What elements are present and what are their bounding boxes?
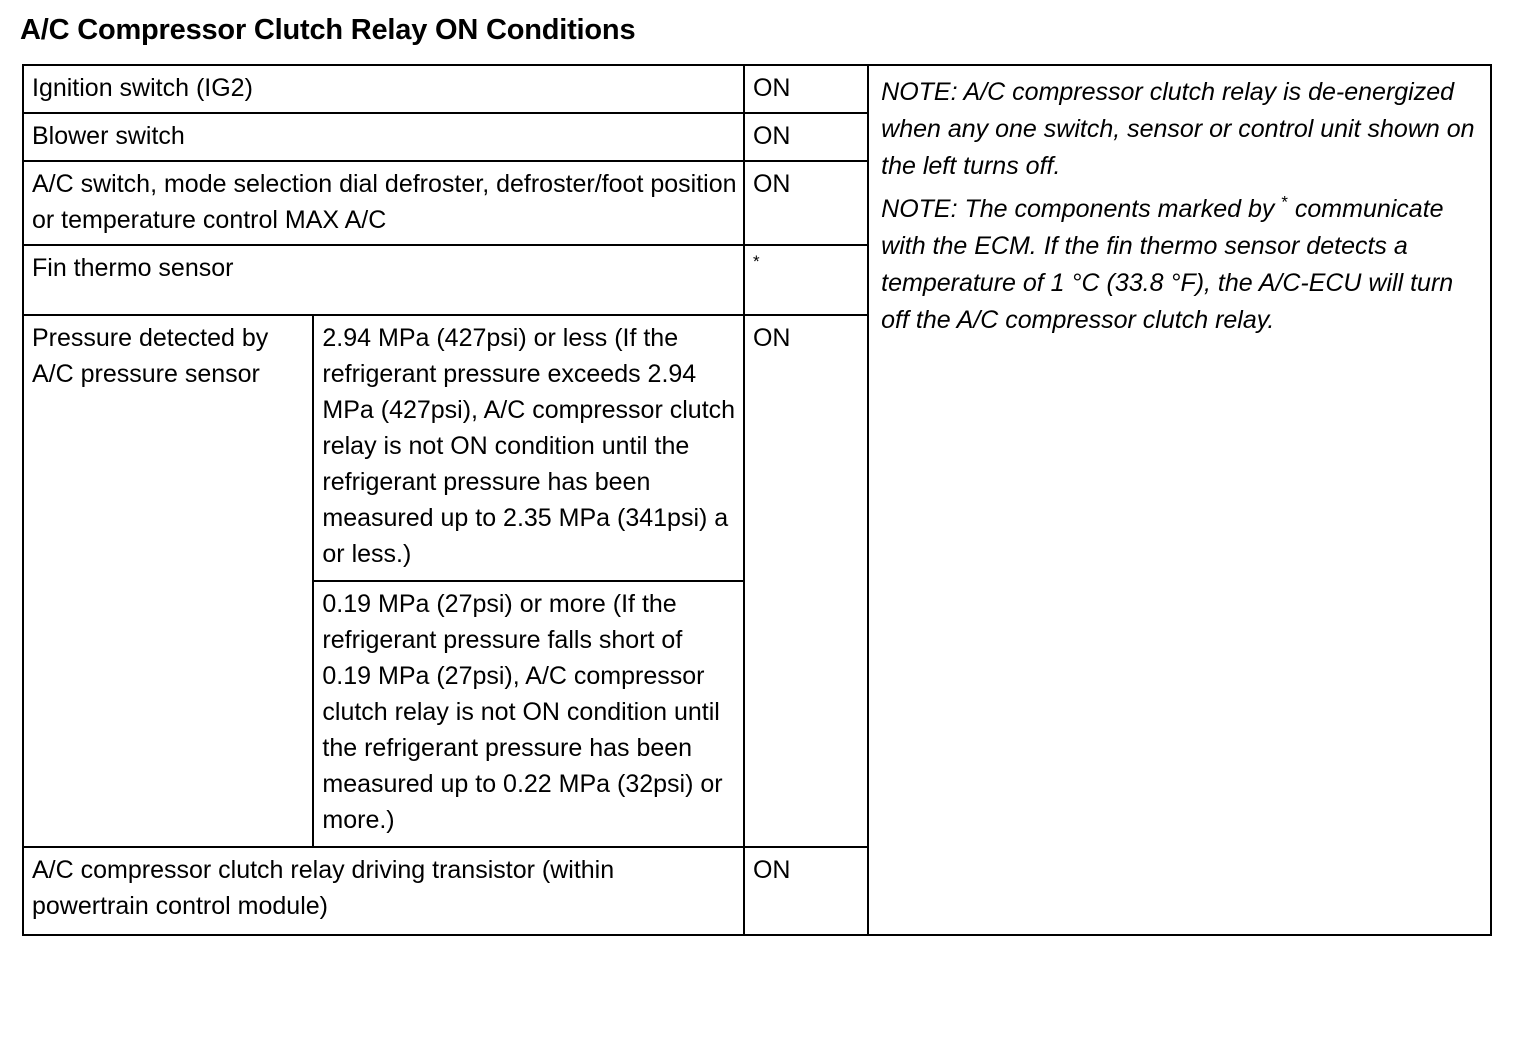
notes-cell: NOTE: A/C compressor clutch relay is de-… [867, 64, 1492, 936]
asterisk-marker-icon: * [1281, 192, 1288, 212]
page-title: A/C Compressor Clutch Relay ON Condition… [20, 14, 636, 46]
state-cell: ON [742, 64, 870, 114]
detail-subrow: 2.94 MPa (427psi) or less (If the refrig… [314, 316, 743, 582]
state-value: ON [752, 856, 791, 884]
note-paragraph-2: NOTE: The components marked by * communi… [881, 191, 1476, 339]
state-cell: ON [742, 112, 870, 162]
state-value: ON [752, 122, 791, 150]
state-value: ON [752, 170, 791, 198]
condition-label-cell: Pressure detected by A/C pressure sensor [21, 314, 315, 848]
condition-label: Fin thermo sensor [32, 254, 234, 282]
note-2-body: communicate with the ECM. If the fin the… [881, 195, 1454, 334]
condition-label: Blower switch [32, 122, 185, 150]
note-paragraph-1: NOTE: A/C compressor clutch relay is de-… [881, 78, 1475, 180]
detail-text-2: 0.19 MPa (27psi) or more (If the refrige… [322, 590, 723, 834]
condition-label: A/C switch, mode selection dial defroste… [32, 170, 737, 234]
detail-text-1: 2.94 MPa (427psi) or less (If the refrig… [314, 316, 743, 582]
table-row: Ignition switch (IG2) ON NOTE: A/C compr… [22, 64, 1492, 936]
condition-label-cell: Blower switch [22, 112, 745, 162]
state-value: ON [752, 74, 791, 102]
table-row: Blower switch ON [22, 112, 1491, 162]
table-row: A/C switch, mode selection dial defroste… [22, 160, 1491, 246]
condition-label-cell: Ignition switch (IG2) [22, 64, 745, 114]
state-value: ON [752, 324, 791, 352]
state-cell: ON [742, 314, 870, 848]
detail-subrow: 0.19 MPa (27psi) or more (If the refrige… [314, 581, 743, 846]
condition-label-cell: A/C compressor clutch relay driving tran… [22, 846, 745, 936]
table-row: Pressure detected by A/C pressure sensor… [21, 314, 1491, 848]
state-value-asterisk: * [752, 252, 760, 271]
state-cell: ON [742, 160, 870, 246]
conditions-table: Ignition switch (IG2) ON NOTE: A/C compr… [21, 64, 1492, 936]
detail-subtable: 2.94 MPa (427psi) or less (If the refrig… [314, 316, 743, 846]
condition-label: A/C compressor clutch relay driving tran… [32, 856, 615, 920]
table-row: A/C compressor clutch relay driving tran… [22, 846, 1491, 936]
note-2-lead: NOTE: The components marked by [881, 195, 1282, 223]
condition-label-cell: Fin thermo sensor [22, 244, 745, 316]
condition-label: Pressure detected by A/C pressure sensor [32, 324, 269, 388]
condition-label: Ignition switch (IG2) [32, 74, 253, 102]
condition-label-cell: A/C switch, mode selection dial defroste… [22, 160, 745, 246]
state-cell: * [742, 244, 870, 316]
state-cell: ON [742, 846, 870, 936]
table-row: Fin thermo sensor * [22, 244, 1491, 316]
condition-detail-cell: 2.94 MPa (427psi) or less (If the refrig… [313, 315, 744, 847]
